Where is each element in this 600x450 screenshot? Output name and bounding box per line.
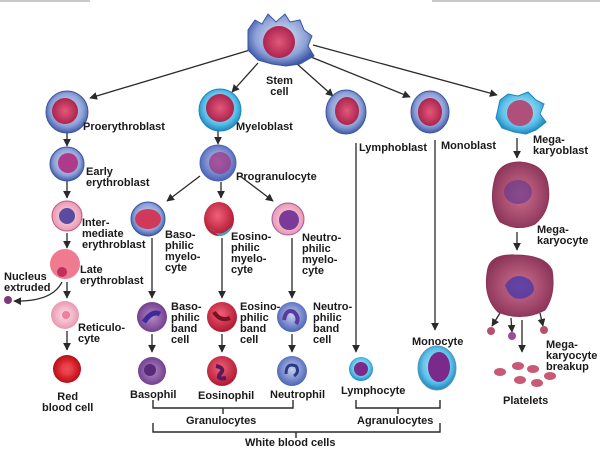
stem-cell-icon <box>247 13 315 67</box>
neutrophilic-band-cell-label: Neutro- philic band cell <box>313 301 353 346</box>
granulocytes-label: Granulocytes <box>186 415 257 427</box>
arrow-stem-to-myeloblast <box>231 62 259 93</box>
stem-cell-label: Stem cell <box>266 75 293 98</box>
megakaryocyte-breakup-icon <box>485 254 554 340</box>
reticulocyte-label: Reticulo- cyte <box>78 322 126 345</box>
lymphoblast-label: Lymphoblast <box>359 142 428 154</box>
megakaryoblast-icon <box>495 91 547 135</box>
basophilic-myelocyte-label: Baso- philic myelo- cyte <box>165 229 201 274</box>
basophil-icon <box>138 357 166 385</box>
neutrophil-icon <box>277 356 307 386</box>
early-erythroblast-label: Early erythroblast <box>86 166 150 189</box>
basophil-label: Basophil <box>130 389 177 401</box>
granulocytes-bracket <box>152 400 294 414</box>
eosinophilic-band-cell-icon <box>207 302 237 332</box>
early-erythroblast-icon <box>49 146 85 182</box>
eosinophil-icon <box>207 356 237 386</box>
megakaryoblast-label: Mega- karyoblast <box>533 134 589 157</box>
eosinophilic-myelocyte-label: Eosino- philic myelo- cyte <box>231 231 272 276</box>
basophilic-myelocyte-icon <box>130 201 166 237</box>
arrow-stem-to-monoblast <box>305 54 411 98</box>
monoblast-icon <box>410 90 450 134</box>
myeloid-arrows <box>148 129 546 353</box>
megakaryocyte-label: Mega- karyocyte <box>537 224 589 247</box>
eosinophilic-band-cell-label: Eosino- philic band cell <box>240 301 281 346</box>
basophilic-band-cell-icon <box>137 302 167 332</box>
neutrophilic-myelocyte-label: Neutro- philic myelo- cyte <box>302 232 342 277</box>
basophilic-band-cell-label: Baso- philic band cell <box>171 301 202 346</box>
top-border-left <box>0 0 90 2</box>
eosinophil-label: Eosinophil <box>198 390 255 402</box>
proerythroblast-label: Proerythroblast <box>83 121 165 133</box>
group-brackets <box>152 400 441 438</box>
lymphocyte-icon <box>349 357 373 381</box>
eosinophilic-myelocyte-icon <box>204 202 234 236</box>
agranulocytes-bracket <box>355 400 441 414</box>
intermediate-erythroblast-icon <box>51 200 83 232</box>
progranulocyte-label: Progranulocyte <box>236 171 317 183</box>
red-blood-cell-label: Red blood cell <box>42 391 94 414</box>
lymphoblast-icon <box>325 89 367 135</box>
extruded-nucleus-icon <box>4 296 12 304</box>
arrow-stem-to-lymphoblast <box>295 62 334 97</box>
white-blood-cells-label: White blood cells <box>245 437 336 449</box>
megakaryocyte-breakup-label: Mega- karyocyte breakup <box>546 339 598 373</box>
stem-arrows <box>89 44 498 100</box>
late-erythroblast-label: Late erythroblast <box>80 264 144 287</box>
red-blood-cell-icon <box>53 355 81 383</box>
progranulocyte-icon <box>199 144 237 182</box>
agranulocytes-label: Agranulocytes <box>357 415 434 427</box>
myeloblast-icon <box>198 88 242 132</box>
platelets-label: Platelets <box>503 395 549 407</box>
intermediate-erythroblast-label: Inter- mediate erythroblast <box>82 217 146 251</box>
arrow-stem-to-proerythroblast <box>89 49 251 100</box>
late-erythroblast-icon <box>50 249 80 279</box>
neutrophilic-myelocyte-icon <box>271 202 305 236</box>
erythroid-arrows <box>13 131 71 351</box>
platelets-icon <box>494 362 556 387</box>
arrow-stem-to-megakaryoblast <box>312 44 498 97</box>
top-border-right <box>432 0 600 2</box>
megakaryocyte-icon <box>491 161 550 228</box>
neutrophilic-band-cell-icon <box>277 302 307 332</box>
neutrophil-label: Neutrophil <box>270 389 325 401</box>
nucleus-extruded-label: Nucleus extruded <box>4 271 51 294</box>
monoblast-label: Monoblast <box>441 140 496 152</box>
monocyte-icon <box>417 345 457 391</box>
proerythroblast-icon <box>45 90 89 134</box>
monocyte-label: Monocyte <box>412 336 464 348</box>
reticulocyte-icon <box>51 301 79 329</box>
white-blood-cells-bracket <box>152 423 441 438</box>
lymphocyte-label: Lymphocyte <box>341 385 406 397</box>
myeloblast-label: Myeloblast <box>236 121 293 133</box>
